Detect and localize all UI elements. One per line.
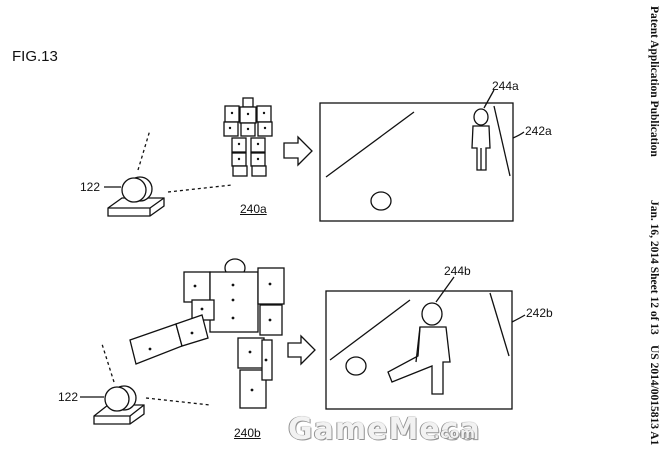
camera-device-top <box>107 176 165 217</box>
screen-bottom-line-1 <box>329 299 411 361</box>
label-character-top: 244a <box>492 79 519 93</box>
screen-top-line-2 <box>493 105 511 177</box>
game-character-bottom <box>387 302 451 395</box>
label-camera-bottom: 122 <box>58 390 79 404</box>
character-leader-bottom <box>435 276 455 303</box>
label-robot-top: 240a <box>240 202 267 216</box>
ball-top <box>370 191 392 211</box>
screen-bottom-line-2 <box>489 292 510 357</box>
arrow-top <box>283 135 313 167</box>
camera-view-line-top-2 <box>167 184 233 193</box>
label-character-bottom: 244b <box>444 264 471 278</box>
camera-view-line-bottom-1 <box>101 343 115 383</box>
character-leader-top <box>483 89 495 109</box>
robot-bottom-dots <box>148 282 272 392</box>
robot-top-dots <box>228 111 267 161</box>
label-screen-top: 242a <box>525 124 552 138</box>
screen-leader-bottom <box>511 314 526 323</box>
camera-view-line-bottom-2 <box>145 397 211 406</box>
watermark-suffix: .com <box>434 426 476 442</box>
robot-figure-bottom <box>129 258 285 409</box>
screen-leader-top <box>512 131 525 139</box>
camera-device-bottom <box>93 385 145 425</box>
label-robot-bottom: 240b <box>234 426 261 440</box>
screen-top-line-1 <box>325 111 415 178</box>
robot-figure-top <box>223 97 273 177</box>
game-character-top <box>471 108 491 171</box>
watermark-logo: GameMeca <box>288 412 481 447</box>
camera-view-line-top-1 <box>137 129 151 171</box>
label-camera-top: 122 <box>80 180 101 194</box>
label-screen-bottom: 242b <box>526 306 553 320</box>
arrow-bottom <box>287 334 316 366</box>
figure-title: FIG.13 <box>12 48 58 65</box>
ball-bottom <box>345 356 367 376</box>
